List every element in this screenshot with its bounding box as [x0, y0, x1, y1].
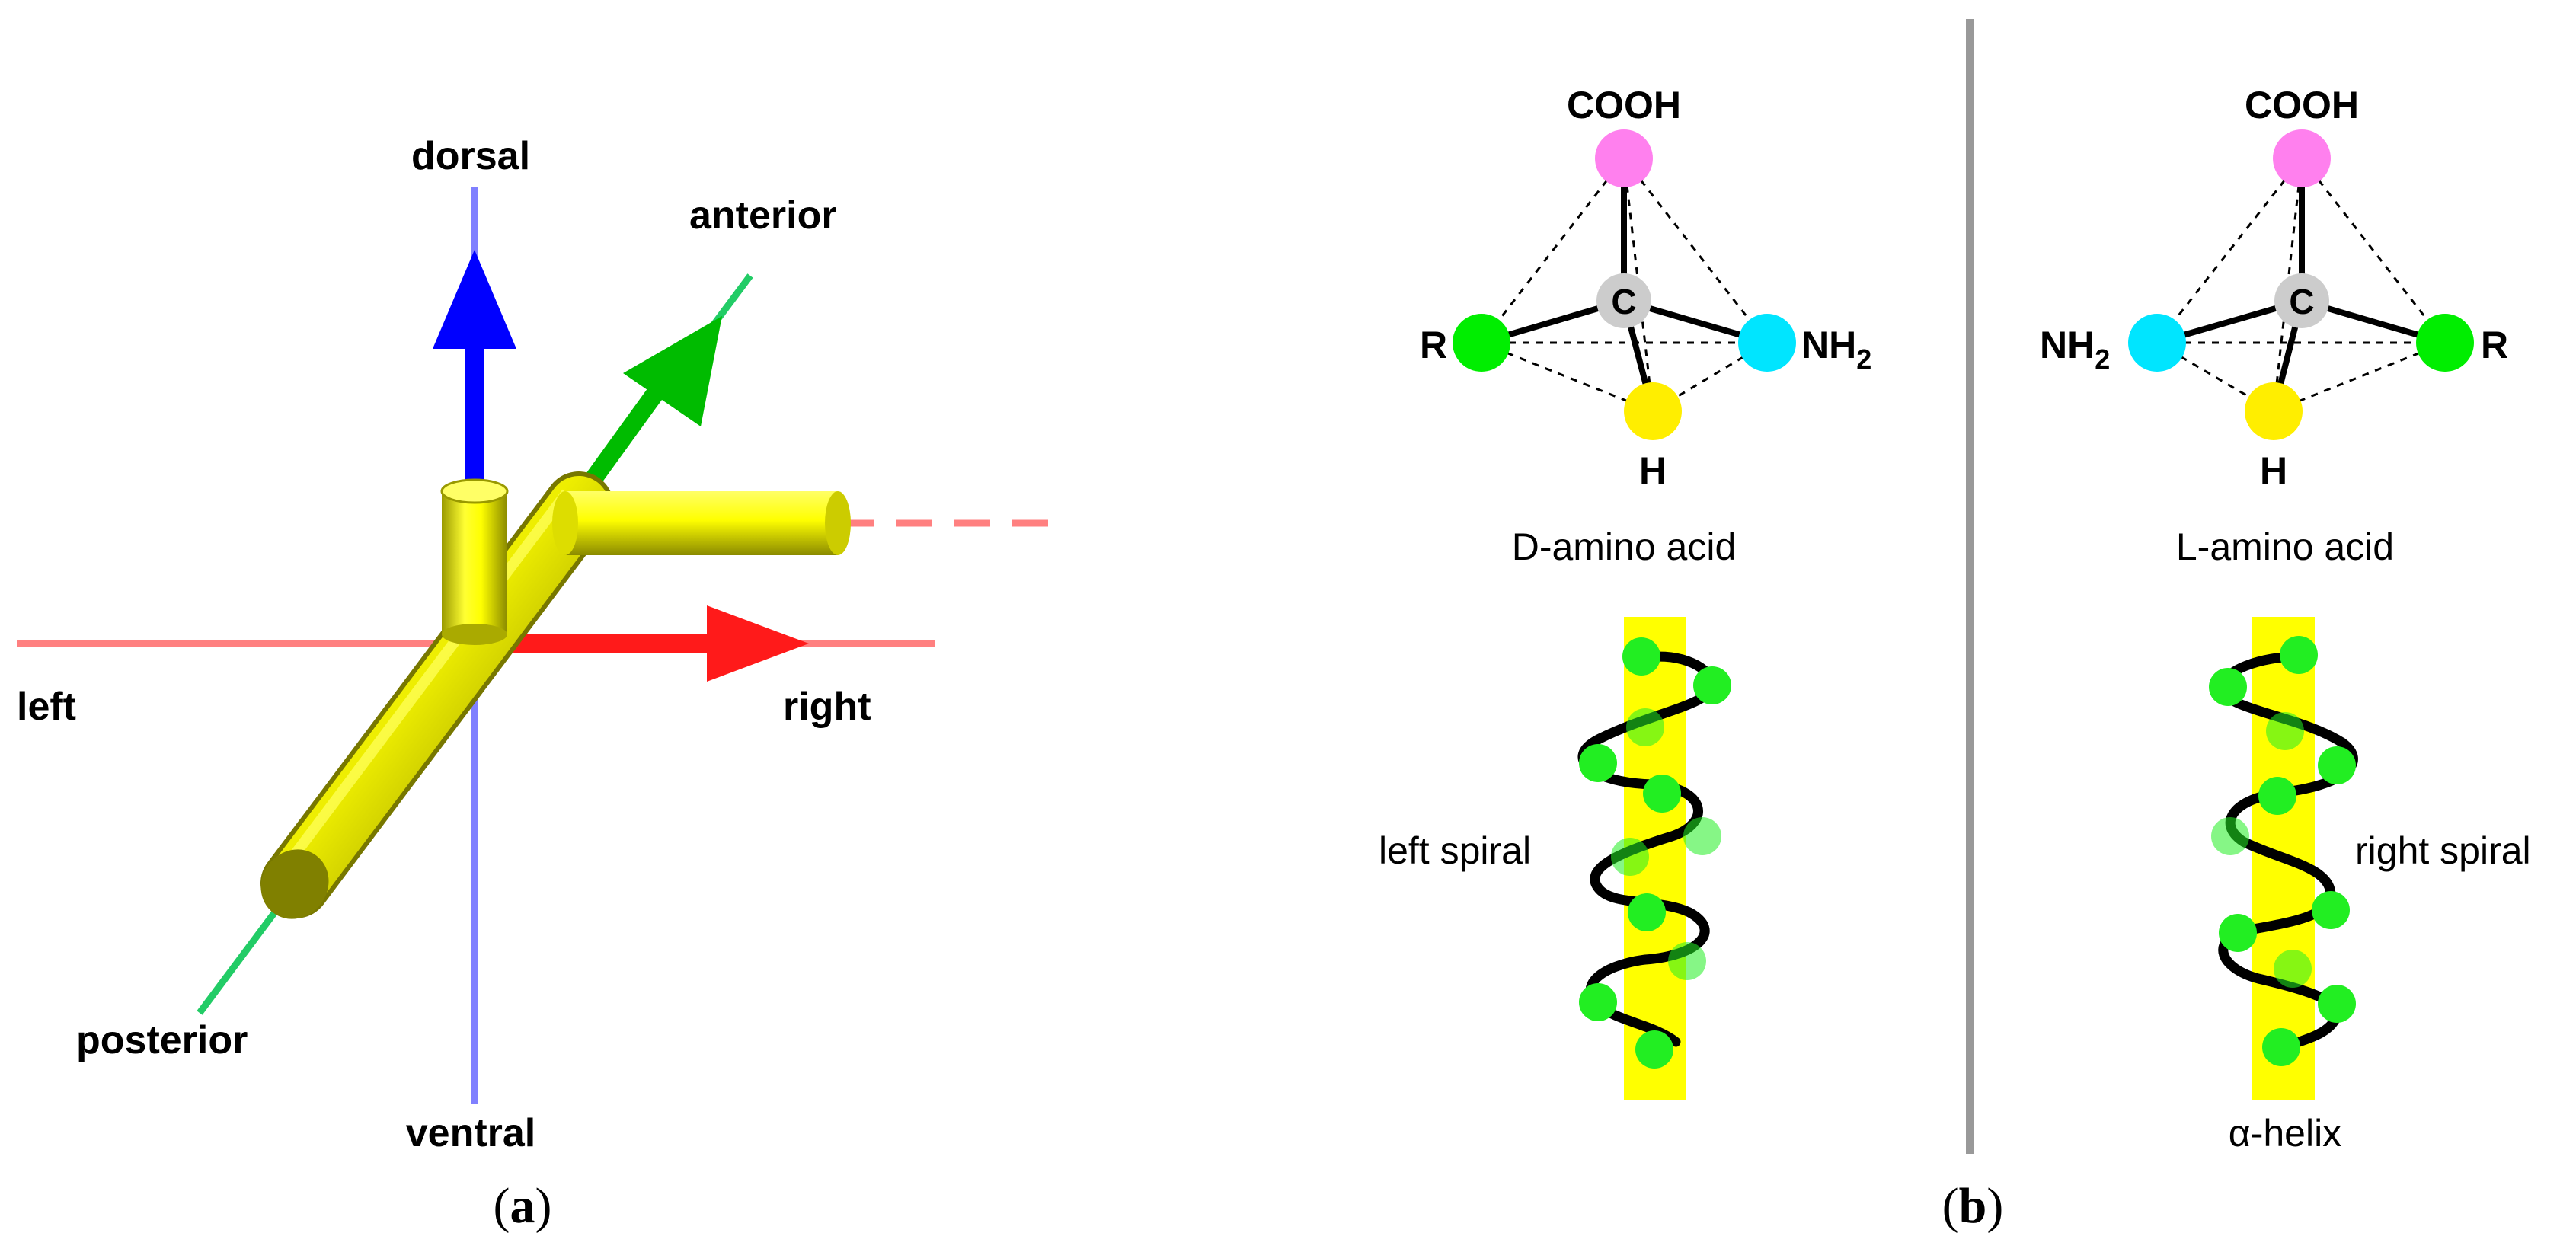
d-label-cooh: COOH: [1567, 84, 1681, 126]
helix-bead: [1693, 666, 1731, 704]
panel-divider: [1966, 19, 1974, 1154]
right-spiral-label: right spiral: [2355, 829, 2531, 872]
h-atom: [1624, 382, 1682, 440]
panel-a: dorsal anterior left right posterior ven…: [17, 134, 1063, 1234]
r-atom: [2416, 314, 2474, 372]
caption-b: (b): [1942, 1178, 2004, 1234]
helix-beads: [1579, 637, 1731, 1069]
l-label-cooh: COOH: [2245, 84, 2359, 126]
nh2-atom: [2128, 314, 2186, 372]
center-carbon-atom: [1596, 273, 1651, 328]
right-arrow: [487, 605, 809, 682]
helix-bead: [2318, 746, 2356, 784]
nh2-atom: [1738, 314, 1796, 372]
d-label-h: H: [1639, 449, 1667, 492]
label-dorsal: dorsal: [411, 134, 530, 178]
helix-bead: [2274, 950, 2312, 988]
l-label-nh2: NH2: [2040, 324, 2110, 375]
helix-bead: [1628, 893, 1666, 931]
l-label-c: C: [2289, 282, 2314, 321]
helix-bead: [2262, 1028, 2300, 1066]
left-spiral-helix: left spiral: [1379, 617, 1731, 1100]
helix-bead: [1668, 942, 1706, 980]
d-amino-acid-caption: D-amino acid: [1512, 525, 1737, 568]
helix-bead: [1635, 1030, 1673, 1069]
helix-bead: [2209, 668, 2247, 706]
helix-bead: [2318, 985, 2356, 1023]
helix-beads: [2209, 636, 2356, 1066]
alpha-helix-label: α-helix: [2229, 1112, 2341, 1155]
label-ventral: ventral: [406, 1111, 536, 1155]
helix-bead: [1622, 637, 1660, 676]
helix-bead: [2312, 891, 2350, 929]
helix-bead: [1643, 775, 1681, 813]
label-posterior: posterior: [76, 1018, 248, 1062]
caption-a: (a): [494, 1178, 552, 1234]
r-atom: [1453, 314, 1510, 372]
right-spiral-helix: right spiral α-helix: [2209, 617, 2531, 1155]
yellow-tube-diagonal: [260, 471, 614, 919]
label-right: right: [783, 685, 871, 729]
helix-bead: [2211, 817, 2249, 855]
helix-bead: [2258, 777, 2296, 815]
d-amino-acid-molecule: COOH C R NH2 H D-amino acid: [1420, 84, 1871, 568]
dorsal-arrow: [433, 250, 516, 491]
helix-bead: [2280, 636, 2318, 674]
d-label-r: R: [1420, 324, 1447, 366]
helix-coil: [2217, 651, 2358, 1055]
h-atom: [2245, 382, 2303, 440]
helix-bead: [1579, 983, 1617, 1021]
helix-bead: [2219, 914, 2257, 952]
d-label-nh2: NH2: [1801, 324, 1871, 375]
label-anterior: anterior: [689, 193, 837, 238]
left-spiral-label: left spiral: [1379, 829, 1531, 872]
l-amino-acid-caption: L-amino acid: [2176, 525, 2394, 568]
l-amino-acid-molecule: COOH C NH2 R H L-amino acid: [2040, 84, 2508, 568]
l-label-r: R: [2481, 324, 2508, 366]
helix-bead: [2266, 712, 2304, 750]
helix-bead: [1626, 708, 1664, 746]
yellow-tube-vertical: [440, 478, 509, 645]
l-label-h: H: [2260, 449, 2287, 492]
cooh-atom: [1595, 129, 1653, 187]
yellow-tube-horizontal: [552, 491, 851, 555]
cooh-atom: [2273, 129, 2331, 187]
helix-bead: [1579, 744, 1617, 782]
d-label-c: C: [1611, 282, 1636, 321]
center-carbon-atom: [2274, 273, 2329, 328]
helix-bead: [1611, 838, 1649, 876]
label-left: left: [17, 685, 76, 729]
helix-bead: [1683, 817, 1721, 855]
